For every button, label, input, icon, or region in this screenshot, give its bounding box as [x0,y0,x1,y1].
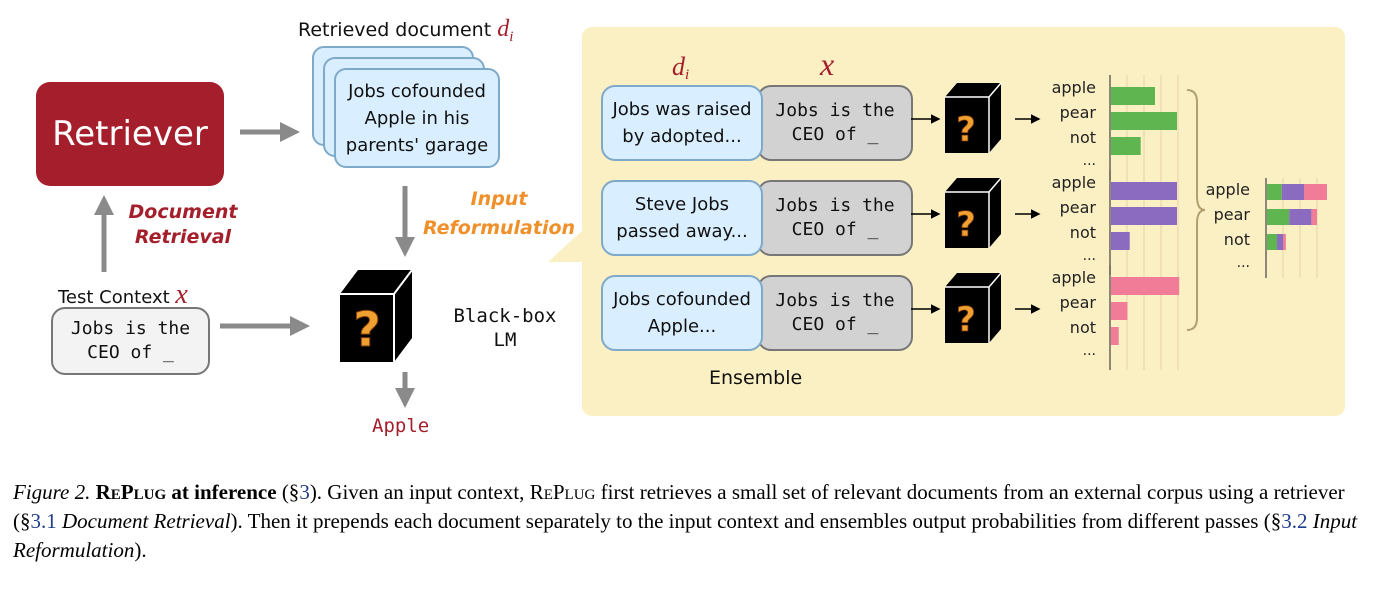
arrows-layer [94,122,583,408]
doc-card-front: Jobs cofounded Apple in his parents' gar… [334,68,500,168]
test-context-label: Test Context x [58,279,188,310]
combined-bar-segment [1311,209,1317,225]
combined-bars [1265,178,1327,278]
mini-cube-icon: ? [945,272,1002,343]
svg-text:?: ? [956,205,976,245]
retriever-label: Retriever [52,114,208,154]
token-label: ... [1082,153,1096,169]
blackbox-question-glyph: ? [353,302,381,358]
prob-bar [1111,137,1141,155]
prob-bar [1111,87,1155,105]
prob-bar [1111,302,1128,320]
prob-bar [1111,207,1177,225]
combined-bar-segment [1267,234,1277,250]
caption-ref-3[interactable]: 3 [299,480,310,504]
combined-bar-segment [1267,209,1290,225]
output-apple: Apple [372,415,430,437]
retrieved-document-label: Retrieved document di [298,16,514,45]
combined-bar-segment [1281,184,1304,200]
caption-sentence-2: first retrieves a small set of relevant … [13,480,1345,533]
document-retrieval-label: Document Retrieval [128,201,238,248]
caption-title-name: RePlug [95,480,167,504]
combined-bar-segment [1276,234,1284,250]
ensemble-x-header: x [820,46,835,82]
callout-pointer [548,230,583,262]
mini-cube-icon: ? [945,82,1002,153]
token-label: pear [1059,103,1096,122]
combined-token-label: pear [1213,205,1250,224]
combined-token-label: apple [1205,180,1250,199]
figure-label: Figure 2. [13,480,91,504]
caption-sentence-1: ). Given an input context, [309,480,530,504]
svg-text:?: ? [956,110,976,150]
replug-diagram: Retriever Retrieved document di Jobs cof… [36,16,1345,437]
combined-bar-segment [1283,234,1286,250]
doc-card-text: Jobs cofounded Apple in his parents' gar… [345,80,489,156]
caption-title-rest: at inference [166,480,277,504]
figure-caption: Figure 2. RePlug at inference (§3). Give… [13,478,1383,565]
token-label: pear [1059,293,1096,312]
prob-bar [1111,232,1130,250]
doc-symbol: d [497,16,510,42]
combined-bar-segment [1267,184,1282,200]
ensemble-label: Ensemble [709,367,803,389]
input-reformulation-label: Input Reformulation [422,188,576,239]
token-label: apple [1051,268,1096,287]
token-label: apple [1051,78,1096,97]
caption-ref-3-1[interactable]: 3.1 [30,509,57,533]
token-label: apple [1051,173,1096,192]
caption-ref-3-2[interactable]: 3.2 [1281,509,1308,533]
ensemble-row-graphics: ? [911,170,1179,275]
blackbox-lm-label: Black-box LM [453,305,557,351]
caption-end: ). [134,538,147,562]
token-label: not [1069,223,1096,242]
caption-italic-2: Input Reformulation [13,509,1358,562]
retriever-box: Retriever [36,82,224,186]
ensemble-row-graphics: ? [911,75,1179,180]
doc-subscript: i [509,28,514,45]
combined-bar-segment [1289,209,1312,225]
ensemble-bracket [1186,89,1206,331]
caption-sentence-3: ). Then it prepends each document separa… [230,509,1282,533]
blackbox-cube: ? [340,270,412,362]
ensemble-row-graphics: ? [911,265,1180,370]
token-label: ... [1082,248,1096,264]
token-label: pear [1059,198,1096,217]
caption-name: RePlug [529,480,596,504]
prob-bar [1111,182,1177,200]
ensemble-doc-header: di [672,52,690,84]
caption-italic-1: Document Retrieval [62,509,231,533]
prob-bar [1111,327,1119,345]
token-label: not [1069,128,1096,147]
x-symbol: x [175,279,188,310]
combined-token-label: not [1223,230,1250,249]
caption-section-open: (§ [276,480,300,504]
prob-bar [1111,277,1180,295]
combined-bar-segment [1304,184,1327,200]
token-label: ... [1082,343,1096,359]
mini-cube-icon: ? [945,177,1002,248]
prob-bar [1111,112,1177,130]
combined-token-label: ... [1236,255,1250,271]
svg-text:?: ? [956,300,976,340]
token-label: not [1069,318,1096,337]
